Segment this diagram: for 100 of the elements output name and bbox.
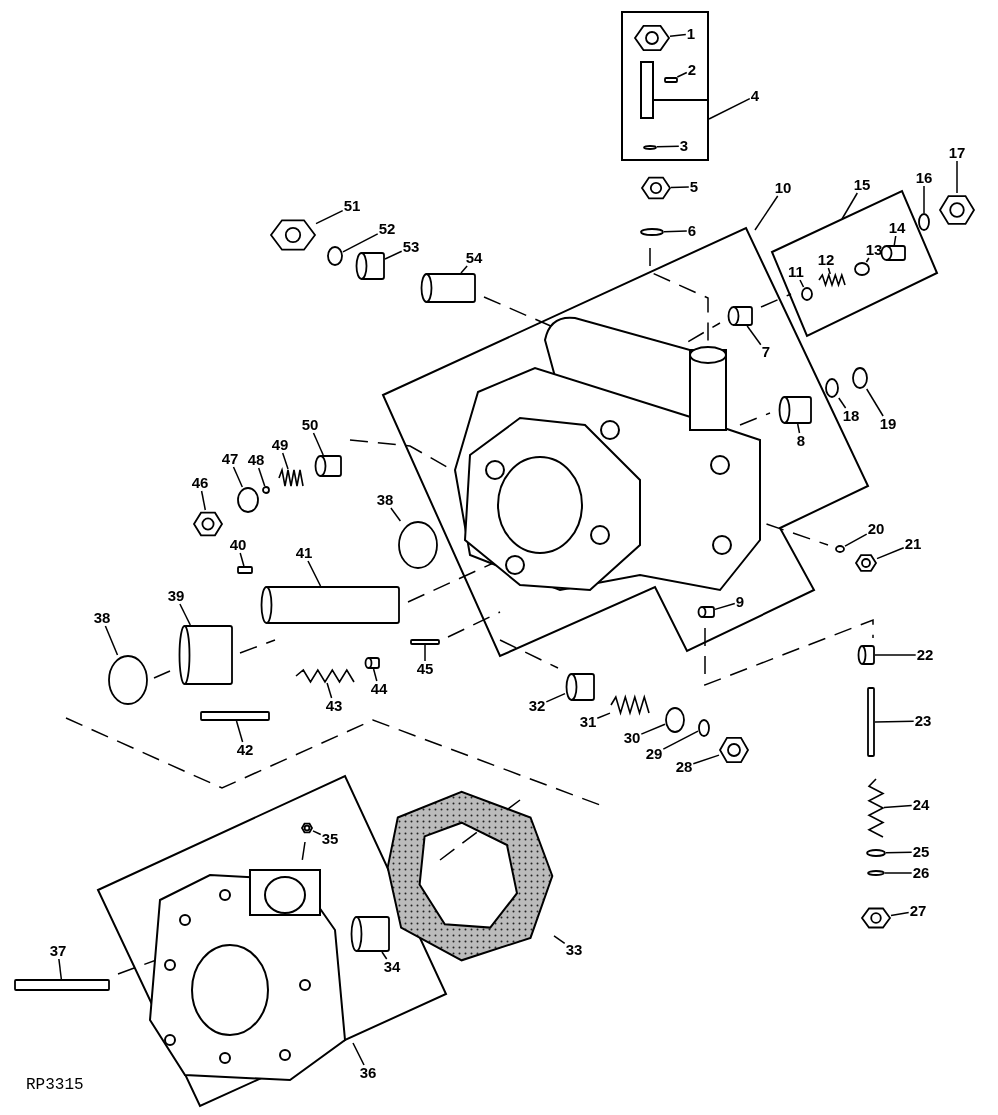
nut-drawing: [634, 23, 670, 53]
callout-number: 41: [294, 545, 314, 561]
ring-drawing: [918, 213, 930, 231]
leader-line: [312, 432, 324, 456]
callout-number: 16: [914, 170, 934, 186]
leader-line: [640, 723, 666, 735]
leader-line: [827, 267, 831, 275]
callout-number: 6: [686, 223, 698, 239]
leader-line: [865, 388, 884, 417]
callout-number: 19: [878, 416, 898, 432]
leader-line: [841, 192, 859, 220]
nut-drawing: [193, 510, 223, 538]
callout-number: 51: [342, 198, 362, 214]
nut-drawing: [301, 822, 313, 834]
leader-line: [692, 754, 720, 765]
cylinder-drawing: [177, 625, 233, 685]
spring-drawing: [818, 274, 846, 286]
cylinder-drawing: [857, 645, 875, 665]
leader-line: [460, 265, 468, 274]
pin-drawing: [410, 639, 440, 645]
cylinder-drawing: [727, 306, 753, 326]
callout-number: 23: [913, 713, 933, 729]
callout-number: 34: [382, 959, 402, 975]
callout-number: 44: [369, 681, 389, 697]
leader-line: [874, 720, 915, 723]
leader-line: [232, 466, 244, 488]
pin-drawing: [237, 566, 253, 574]
callout-number: 31: [578, 714, 598, 730]
callout-number: 13: [864, 242, 884, 258]
ring-drawing: [398, 521, 438, 569]
callout-number: 2: [686, 62, 698, 78]
callout-number: 33: [564, 942, 584, 958]
callout-number: 45: [415, 661, 435, 677]
ring-drawing: [698, 719, 710, 737]
callout-number: 49: [270, 437, 290, 453]
callout-number: 14: [887, 220, 907, 236]
figure-code: RP3315: [26, 1076, 84, 1094]
ring-drawing: [852, 367, 868, 389]
callout-number: 38: [92, 610, 112, 626]
leader-line: [553, 935, 566, 945]
callout-number: 17: [947, 145, 967, 161]
cylinder-drawing: [778, 396, 812, 424]
pin-drawing: [14, 979, 110, 991]
cylinder-drawing: [364, 657, 380, 669]
callout-number: 32: [527, 698, 547, 714]
ring-drawing: [835, 545, 845, 553]
callout-number: 39: [166, 588, 186, 604]
callout-number: 53: [401, 239, 421, 255]
leader-line: [179, 603, 192, 626]
spring-drawing: [610, 696, 650, 714]
ring-drawing: [327, 246, 343, 266]
callout-number: 29: [644, 746, 664, 762]
callout-number: 18: [841, 408, 861, 424]
spring-drawing: [868, 778, 884, 838]
ring-drawing: [867, 870, 885, 876]
callout-number: 38: [375, 492, 395, 508]
callout-number: 3: [678, 138, 690, 154]
leader-line: [883, 804, 913, 809]
callout-number: 1: [685, 26, 697, 42]
leader-line: [352, 1042, 365, 1066]
ring-drawing: [262, 486, 270, 494]
cylinder-drawing: [880, 245, 906, 261]
ring-drawing: [640, 228, 664, 236]
pin-drawing: [664, 77, 678, 83]
cylinder-drawing: [697, 606, 715, 618]
leader-line: [923, 185, 925, 214]
callout-number: 24: [911, 797, 931, 813]
leader-line: [838, 397, 847, 409]
leader-line: [890, 911, 910, 917]
leader-line: [307, 560, 322, 587]
callout-number: 21: [903, 536, 923, 552]
leader-line: [257, 467, 266, 487]
cylinder-drawing: [350, 916, 390, 952]
callout-number: 4: [749, 88, 761, 104]
leader-line: [663, 230, 688, 233]
ring-drawing: [801, 287, 813, 301]
pin-drawing: [867, 687, 875, 757]
leader-line: [796, 423, 801, 434]
ring-drawing: [665, 707, 685, 733]
callout-number: 25: [911, 844, 931, 860]
leader-line: [372, 668, 378, 682]
callout-number: 35: [320, 831, 340, 847]
callout-number: 11: [787, 264, 805, 280]
nut-drawing: [861, 906, 891, 930]
ring-drawing: [237, 487, 259, 513]
callout-number: 50: [300, 417, 320, 433]
callout-number: 8: [795, 433, 807, 449]
cylinder-drawing: [355, 252, 385, 280]
leader-line: [714, 602, 736, 611]
leader-line: [312, 830, 322, 836]
leader-line: [104, 625, 119, 656]
leader-line: [874, 654, 917, 656]
callout-number: 12: [816, 252, 836, 268]
callout-number: 20: [866, 521, 886, 537]
callout-number: 22: [915, 647, 935, 663]
callout-number: 30: [622, 730, 642, 746]
leader-line: [315, 209, 344, 225]
callout-number: 47: [220, 451, 240, 467]
callout-number: 46: [190, 475, 210, 491]
cylinder-drawing: [314, 455, 342, 477]
